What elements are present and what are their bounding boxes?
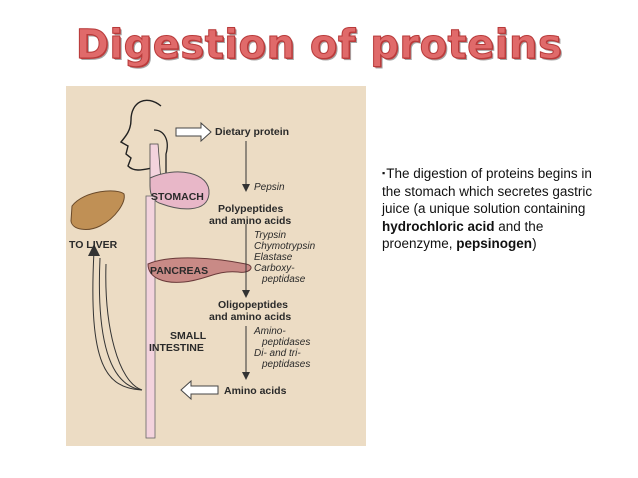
bullet-marker: ▪	[382, 168, 386, 178]
label-polypeptides-2: and amino acids	[209, 215, 291, 227]
label-polypeptides-1: Polypeptides	[218, 203, 284, 215]
protein-digestion-diagram: Dietary protein STOMACH Pepsin Polypepti…	[66, 86, 366, 446]
liver-arrow-3	[105, 263, 143, 391]
label-trypsin: Trypsin	[254, 230, 286, 241]
arrow-head-3	[242, 372, 250, 380]
label-dietary-protein: Dietary protein	[215, 126, 289, 138]
amino-acids-arrow	[180, 379, 219, 401]
label-carboxy-1: Carboxy-	[254, 263, 295, 274]
label-di-tri-2: peptidases	[261, 359, 310, 370]
label-pepsin: Pepsin	[254, 182, 285, 193]
label-carboxy-2: peptidase	[261, 274, 306, 285]
arrow-head-2	[242, 290, 250, 298]
label-chymotrypsin: Chymotrypsin	[254, 241, 316, 252]
liver-arrow-2	[98, 257, 143, 391]
label-oligopeptides-1: Oligopeptides	[218, 299, 288, 311]
liver-arrow-1	[92, 250, 143, 391]
liver-arrow-head	[88, 244, 100, 256]
text-bold-hydrochloric-acid: hydrochloric acid	[382, 218, 495, 234]
text-part-1: The digestion of proteins begins in the …	[382, 166, 593, 216]
dietary-protein-arrow	[175, 121, 212, 143]
head-silhouette	[119, 99, 162, 183]
esophagus	[153, 129, 168, 181]
arrow-head-1	[242, 184, 250, 192]
label-stomach: STOMACH	[151, 191, 204, 203]
label-oligopeptides-2: and amino acids	[209, 311, 291, 323]
slide-title: Digestion of proteins	[75, 22, 563, 69]
label-to-liver: TO LIVER	[69, 239, 118, 251]
text-part-2: and the proenzyme,	[382, 218, 544, 252]
label-amino-acids: Amino acids	[224, 385, 287, 397]
label-amino-1: Amino-	[253, 326, 286, 337]
liver-shape	[70, 190, 125, 230]
text-part-3: )	[532, 236, 537, 251]
diagram-svg: Dietary protein STOMACH Pepsin Polypepti…	[66, 86, 366, 446]
label-amino-2: peptidases	[261, 337, 310, 348]
label-pancreas: PANCREAS	[150, 265, 208, 277]
text-bold-pepsinogen: pepsinogen	[456, 236, 533, 251]
label-elastase: Elastase	[254, 252, 293, 263]
intestine-tube	[145, 195, 156, 439]
label-di-tri-1: Di- and tri-	[254, 348, 301, 359]
pancreas-shape	[147, 257, 252, 283]
bullet-paragraph: ▪The digestion of proteins begins in the…	[382, 165, 597, 253]
label-small: SMALL	[170, 330, 207, 342]
label-intestine: INTESTINE	[149, 342, 204, 354]
